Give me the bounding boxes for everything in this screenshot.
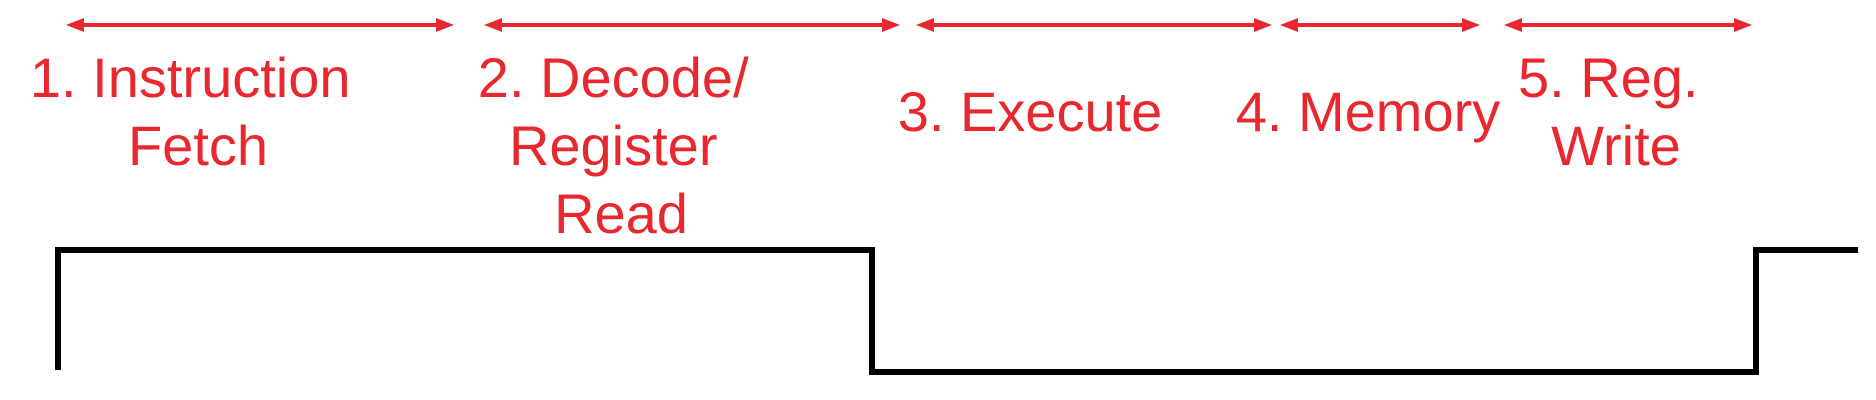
arrow-stage-execute (916, 18, 1272, 32)
stage-label-line: Write (1551, 114, 1681, 177)
arrow-stage-fetch (66, 18, 454, 32)
clock-waveform (55, 247, 1858, 375)
stage-label-line: Register (509, 114, 718, 177)
stage-label-line: 1. Instruction (30, 46, 351, 109)
arrow-stage-memory (1280, 18, 1480, 32)
stage-label-execute: 3. Execute (898, 80, 1163, 143)
stage-label-line: Fetch (128, 114, 268, 177)
stage-label-writeback: 5. Reg. Write (1518, 46, 1714, 177)
stage-label-line: 4. Memory (1236, 80, 1501, 143)
stage-label-memory: 4. Memory (1236, 80, 1501, 143)
stage-label-decode: 2. Decode/ Register Read (478, 46, 764, 245)
stage-label-fetch: 1. Instruction Fetch (30, 46, 366, 177)
stage-labels: 1. Instruction Fetch 2. Decode/ Register… (30, 46, 1714, 245)
stage-arrows (66, 18, 1752, 32)
arrow-stage-decode (484, 18, 900, 32)
stage-label-line: Read (554, 182, 688, 245)
stage-label-line: 2. Decode/ (478, 46, 749, 109)
arrow-stage-writeback (1504, 18, 1752, 32)
stage-label-line: 3. Execute (898, 80, 1163, 143)
stage-label-line: 5. Reg. (1518, 46, 1699, 109)
